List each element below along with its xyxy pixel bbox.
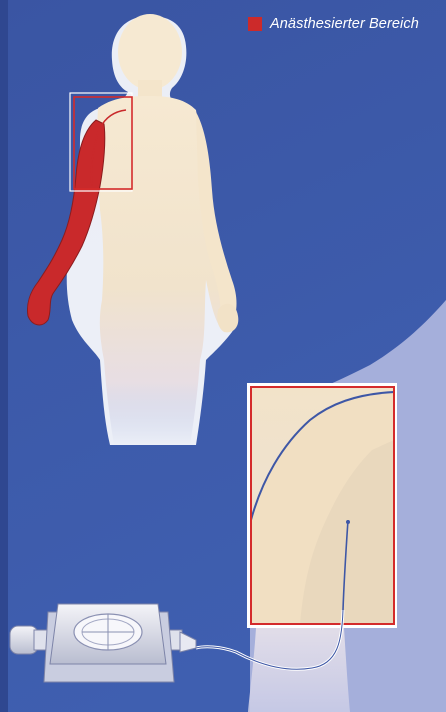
closeup-inset [247, 383, 397, 628]
legend-swatch [248, 17, 262, 31]
legend-label: Anästhesierter Bereich [270, 16, 419, 32]
legend: Anästhesierter Bereich [248, 16, 419, 32]
left-border [0, 0, 8, 712]
